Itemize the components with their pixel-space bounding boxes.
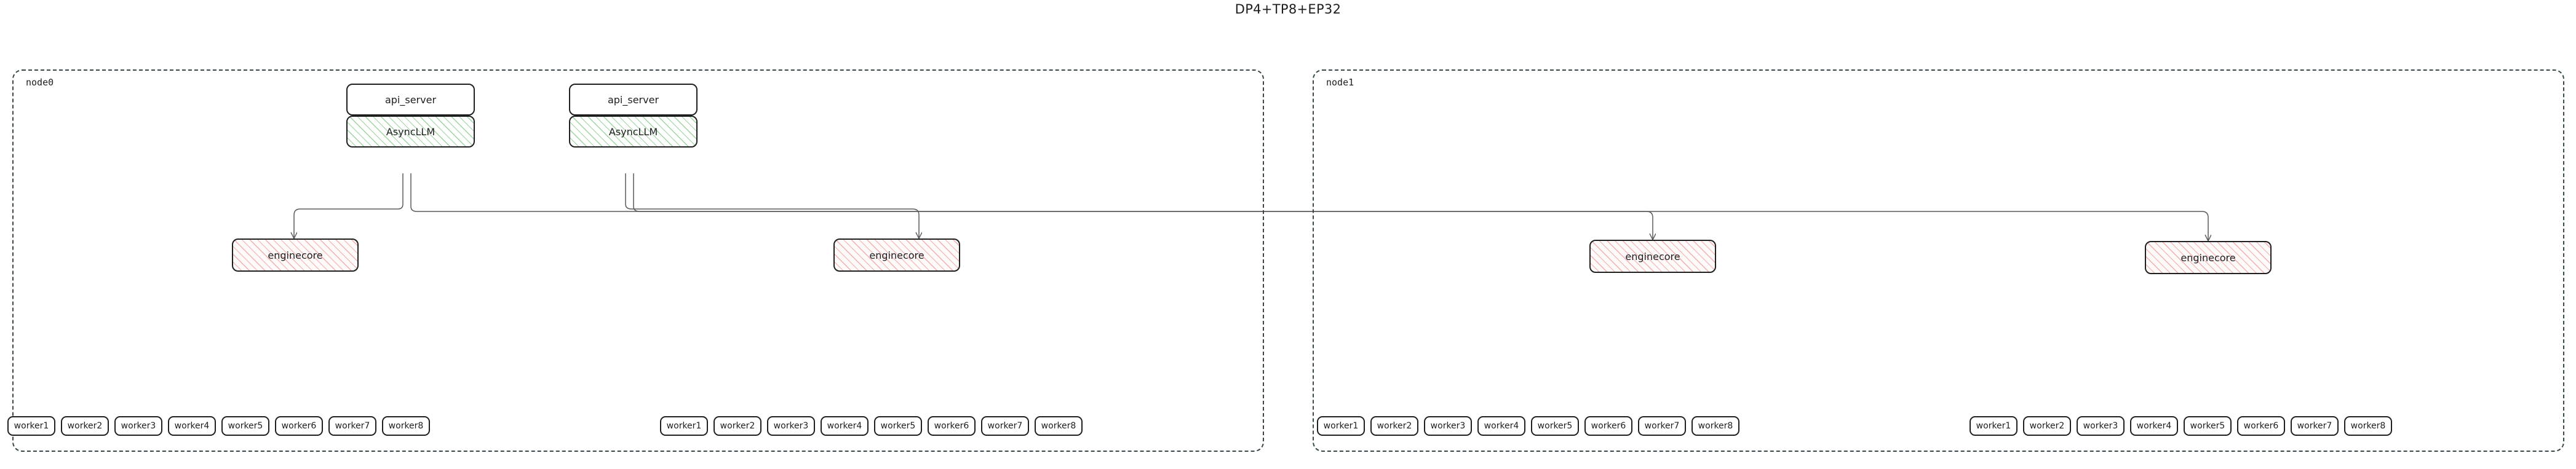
api-server-label: api_server (607, 93, 659, 106)
worker-label: worker7 (2297, 421, 2332, 431)
worker-box[interactable]: worker1 (7, 416, 55, 436)
worker-label: worker1 (1323, 421, 1359, 431)
worker-label: worker7 (1644, 421, 1680, 431)
worker-box[interactable]: worker8 (382, 416, 430, 436)
worker-group-0-0: worker1 worker2 worker3 worker4 worker5 … (7, 416, 430, 436)
node-container-node0: node0 (12, 69, 1264, 452)
worker-group-1-0: worker1 worker2 worker3 worker4 worker5 … (1317, 416, 1739, 436)
worker-label: worker6 (934, 421, 969, 431)
worker-box[interactable]: worker7 (2291, 416, 2339, 436)
enginecore-label: enginecore (869, 249, 924, 261)
enginecore-box-1-1[interactable]: enginecore (2145, 241, 2272, 274)
worker-label: worker3 (121, 421, 156, 431)
enginecore-label: enginecore (2180, 251, 2236, 264)
worker-group-1-1: worker1 worker2 worker3 worker4 worker5 … (1970, 416, 2392, 436)
worker-label: worker5 (228, 421, 263, 431)
worker-box[interactable]: worker2 (2023, 416, 2071, 436)
worker-label: worker2 (67, 421, 103, 431)
enginecore-box-0-0[interactable]: enginecore (232, 238, 359, 272)
worker-label: worker6 (1591, 421, 1626, 431)
worker-label: worker5 (2190, 421, 2225, 431)
worker-box[interactable]: worker4 (2130, 416, 2178, 436)
worker-label: worker1 (1976, 421, 2011, 431)
node-container-node1: node1 (1313, 69, 2564, 452)
worker-label: worker8 (1041, 421, 1076, 431)
worker-label: worker5 (1537, 421, 1573, 431)
worker-box[interactable]: worker6 (928, 416, 976, 436)
enginecore-box-1-0[interactable]: enginecore (1589, 240, 1716, 273)
worker-box[interactable]: worker5 (221, 416, 269, 436)
worker-box[interactable]: worker7 (328, 416, 376, 436)
worker-box[interactable]: worker3 (1424, 416, 1472, 436)
worker-box[interactable]: worker3 (2077, 416, 2125, 436)
worker-group-0-1: worker1 worker2 worker3 worker4 worker5 … (660, 416, 1083, 436)
worker-box[interactable]: worker6 (1584, 416, 1632, 436)
api-server-box-0-0[interactable]: api_server (346, 84, 475, 116)
worker-label: worker3 (2083, 421, 2118, 431)
page-title: DP4+TP8+EP32 (1234, 2, 1342, 17)
worker-box[interactable]: worker2 (714, 416, 761, 436)
worker-box[interactable]: worker1 (660, 416, 708, 436)
worker-box[interactable]: worker5 (874, 416, 922, 436)
worker-box[interactable]: worker5 (1531, 416, 1579, 436)
api-server-label: api_server (384, 93, 437, 106)
worker-label: worker7 (987, 421, 1023, 431)
worker-box[interactable]: worker7 (981, 416, 1029, 436)
worker-box[interactable]: worker8 (2344, 416, 2392, 436)
worker-box[interactable]: worker2 (1370, 416, 1418, 436)
api-server-box-0-1[interactable]: api_server (569, 84, 698, 116)
worker-label: worker2 (2029, 421, 2065, 431)
node-label-node0: node0 (26, 77, 54, 88)
asyncllm-label: AsyncLLM (386, 125, 435, 138)
worker-label: worker7 (335, 421, 370, 431)
worker-label: worker3 (773, 421, 809, 431)
worker-label: worker5 (880, 421, 916, 431)
worker-box[interactable]: worker6 (2237, 416, 2285, 436)
worker-box[interactable]: worker2 (61, 416, 109, 436)
worker-label: worker6 (2243, 421, 2279, 431)
worker-label: worker1 (14, 421, 49, 431)
worker-label: worker8 (2350, 421, 2386, 431)
asyncllm-box-0-1[interactable]: AsyncLLM (569, 116, 698, 148)
node-label-node1: node1 (1326, 77, 1354, 88)
worker-box[interactable]: worker8 (1691, 416, 1739, 436)
enginecore-label: enginecore (1625, 250, 1680, 262)
worker-label: worker8 (388, 421, 424, 431)
worker-label: worker2 (720, 421, 755, 431)
worker-label: worker2 (1377, 421, 1412, 431)
worker-label: worker1 (666, 421, 702, 431)
worker-box[interactable]: worker4 (168, 416, 216, 436)
worker-box[interactable]: worker4 (821, 416, 869, 436)
worker-label: worker6 (281, 421, 317, 431)
enginecore-label: enginecore (268, 249, 323, 261)
enginecore-box-0-1[interactable]: enginecore (833, 238, 960, 272)
worker-box[interactable]: worker6 (275, 416, 323, 436)
worker-box[interactable]: worker8 (1035, 416, 1083, 436)
worker-box[interactable]: worker7 (1638, 416, 1686, 436)
worker-label: worker4 (1484, 421, 1519, 431)
worker-label: worker4 (2136, 421, 2172, 431)
worker-label: worker4 (827, 421, 862, 431)
worker-box[interactable]: worker4 (1477, 416, 1525, 436)
worker-box[interactable]: worker3 (114, 416, 162, 436)
worker-box[interactable]: worker5 (2184, 416, 2232, 436)
asyncllm-box-0-0[interactable]: AsyncLLM (346, 116, 475, 148)
worker-label: worker8 (1698, 421, 1733, 431)
worker-label: worker4 (174, 421, 210, 431)
worker-box[interactable]: worker3 (767, 416, 815, 436)
asyncllm-label: AsyncLLM (608, 125, 658, 138)
worker-label: worker3 (1430, 421, 1466, 431)
worker-box[interactable]: worker1 (1970, 416, 2017, 436)
worker-box[interactable]: worker1 (1317, 416, 1365, 436)
